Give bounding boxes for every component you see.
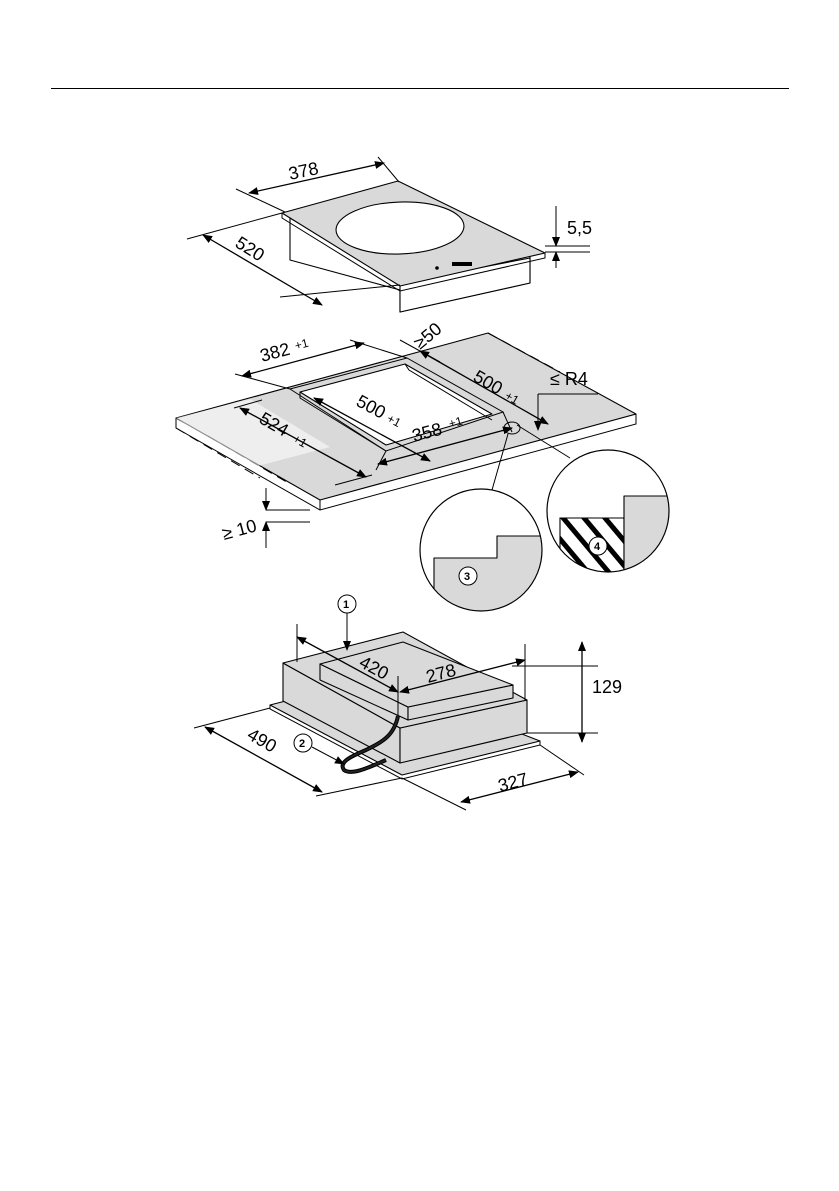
callout-1: 1 <box>343 599 349 611</box>
sensor-dot-icon <box>435 266 439 270</box>
dim-unit-height: 129 <box>592 677 622 697</box>
callout-2: 2 <box>299 738 305 750</box>
dim-hob-depth: 520 <box>232 232 268 265</box>
unit-drawing: 1 2 420 278 129 490 327 <box>193 594 622 811</box>
dim-cutout-inner-depth-tol: +1 <box>385 411 404 430</box>
dim-unit-width-base: 327 <box>496 769 530 796</box>
hob-drawing: 378 520 5,5 <box>186 156 592 313</box>
dim-cutout-inner-width-tol: +1 <box>447 414 464 431</box>
control-panel-icon <box>452 262 472 266</box>
dim-cutout-outer-depth-tol: +1 <box>291 431 310 450</box>
cutout-drawing: 382 +1 ≥50 500 +1 ≤ R4 500 +1 358 +1 524… <box>175 319 670 612</box>
dim-min-worktop: ≥ 10 <box>220 516 259 544</box>
dim-cutout-depth-right-tol: +1 <box>503 388 522 407</box>
dim-hob-width: 378 <box>287 158 321 184</box>
dim-glass-thickness: 5,5 <box>567 218 592 238</box>
cooking-zone <box>335 201 465 255</box>
dim-cutout-width: 382 <box>258 339 292 366</box>
detail-3-label: 3 <box>464 571 470 583</box>
dim-corner-radius: ≤ R4 <box>550 369 588 389</box>
dim-cutout-width-tol: +1 <box>293 336 310 353</box>
detail-3: 3 <box>419 488 543 612</box>
detail-4-label: 4 <box>594 541 601 553</box>
header-rule <box>51 88 789 89</box>
detail-4: 4 <box>546 449 670 573</box>
